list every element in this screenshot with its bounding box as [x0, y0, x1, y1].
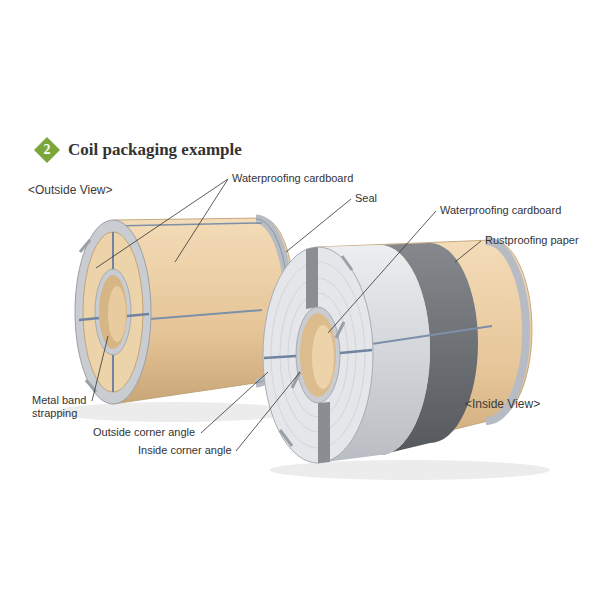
part-label: Seal: [355, 192, 377, 205]
part-label: Waterproofing cardboard: [232, 172, 353, 185]
diagram-title: Coil packaging example: [68, 140, 242, 160]
outside-coil: [55, 218, 295, 422]
inside-coil: [263, 240, 550, 480]
view-label: <Inside View>: [465, 397, 540, 411]
part-label: Inside corner angle: [138, 444, 232, 457]
part-label: Metal band strapping: [32, 394, 94, 420]
badge-diamond: [34, 137, 60, 163]
section-number: 2: [39, 142, 55, 158]
part-label: Rustproofing paper: [485, 234, 579, 247]
view-label: <Outside View>: [28, 183, 113, 197]
part-label: Waterproofing cardboard: [440, 204, 561, 217]
part-label: Outside corner angle: [93, 426, 195, 439]
leader-lines: [92, 179, 481, 451]
